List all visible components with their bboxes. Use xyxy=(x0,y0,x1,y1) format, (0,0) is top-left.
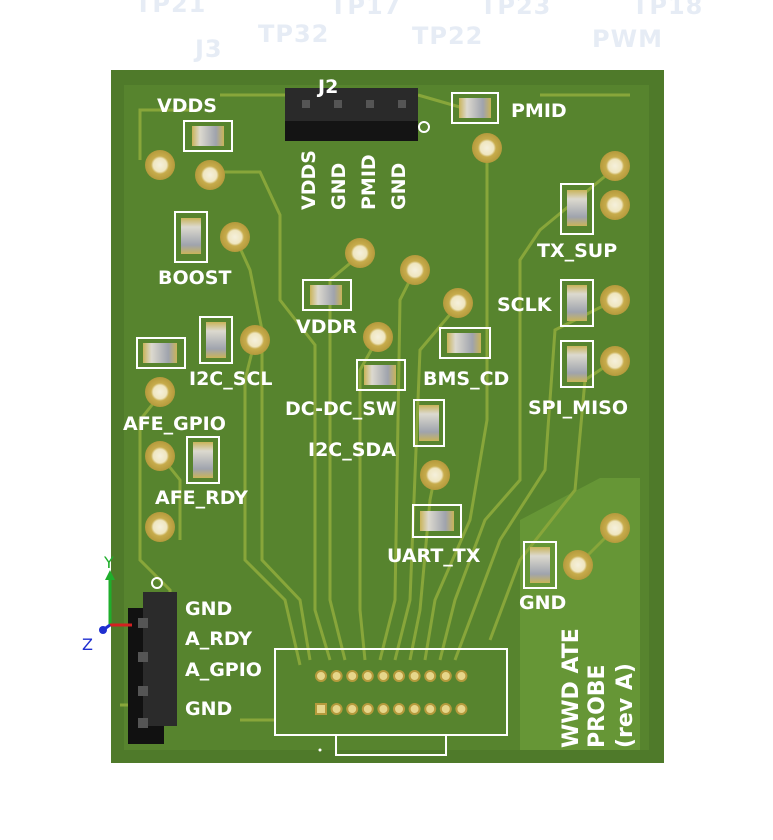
label-i2c-scl: I2C_SCL xyxy=(189,368,272,390)
label-uart-tx: UART_TX xyxy=(387,545,481,567)
board-title-line3: (rev A) xyxy=(613,663,638,748)
ribbon-pin xyxy=(315,670,327,682)
label-sclk: SCLK xyxy=(497,294,553,316)
j2-pin-label: PMID xyxy=(358,154,380,210)
label-gnd: GND xyxy=(519,592,566,614)
ribbon-pin xyxy=(377,703,390,715)
ribbon-pin xyxy=(408,703,421,715)
left-header-pin-label: GND xyxy=(185,598,232,620)
left-header-pin-label: A_GPIO xyxy=(185,659,262,681)
ribbon-pin xyxy=(315,703,327,715)
label-bms-cd: BMS_CD xyxy=(423,368,509,390)
test-point-pads xyxy=(145,133,630,580)
ribbon-pin xyxy=(439,703,452,715)
smd-components xyxy=(136,92,594,589)
ribbon-pin xyxy=(455,703,468,715)
j2-pin-label: GND xyxy=(388,163,410,210)
ghost-label: TP22 xyxy=(412,22,484,50)
label-pmid: PMID xyxy=(511,100,567,122)
top-header-j2[interactable] xyxy=(285,88,430,141)
ribbon-pin xyxy=(330,670,343,682)
ribbon-pin xyxy=(361,703,374,715)
ghost-label: TP23 xyxy=(480,0,552,20)
label-dc-dc-sw: DC-DC_SW xyxy=(285,398,397,420)
ribbon-pin xyxy=(361,670,374,682)
board-title-line2: PROBE xyxy=(585,664,610,748)
label-vdds: VDDS xyxy=(157,95,217,117)
ghost-label: TP17 xyxy=(330,0,402,20)
ghost-label: TP21 xyxy=(135,0,207,18)
ribbon-pins xyxy=(315,670,468,715)
ghost-label: TP32 xyxy=(258,20,330,48)
ghost-label: J3 xyxy=(195,35,223,63)
left-header[interactable] xyxy=(128,577,177,744)
axis-triad xyxy=(99,570,132,634)
ribbon-pin xyxy=(346,670,359,682)
ribbon-pin xyxy=(346,703,359,715)
label-vddr: VDDR xyxy=(296,316,357,338)
label-afe-gpio: AFE_GPIO xyxy=(123,413,226,435)
ghost-label: TP18 xyxy=(632,0,704,20)
j2-label: J2 xyxy=(316,76,338,98)
ribbon-pin xyxy=(393,670,405,682)
axis-z-label: Z xyxy=(82,635,93,654)
ribbon-pin xyxy=(393,703,405,715)
label-afe-rdy: AFE_RDY xyxy=(155,487,248,509)
ribbon-pin xyxy=(408,670,421,682)
ribbon-pin xyxy=(424,703,437,715)
label-i2c-sda: I2C_SDA xyxy=(308,439,396,461)
label-boost: BOOST xyxy=(158,267,231,289)
ribbon-pin xyxy=(424,670,437,682)
j2-pin-label: VDDS xyxy=(298,150,320,210)
label-tx-sup: TX_SUP xyxy=(537,240,617,262)
ribbon-pin xyxy=(455,670,468,682)
left-header-pin-label: GND xyxy=(185,698,232,720)
gnd-pour xyxy=(520,478,640,750)
ribbon-pin xyxy=(377,670,390,682)
ghost-label: PWM xyxy=(592,25,663,53)
j2-pin-label: GND xyxy=(328,163,350,210)
ribbon-connector xyxy=(274,648,508,756)
label-spi-miso: SPI_MISO xyxy=(528,397,628,419)
left-header-pin-label: A_RDY xyxy=(185,628,252,650)
ribbon-pin xyxy=(330,703,343,715)
axis-y-label: Y xyxy=(103,553,114,572)
ribbon-pin xyxy=(439,670,452,682)
board-title-line1: WWD ATE xyxy=(559,628,584,748)
